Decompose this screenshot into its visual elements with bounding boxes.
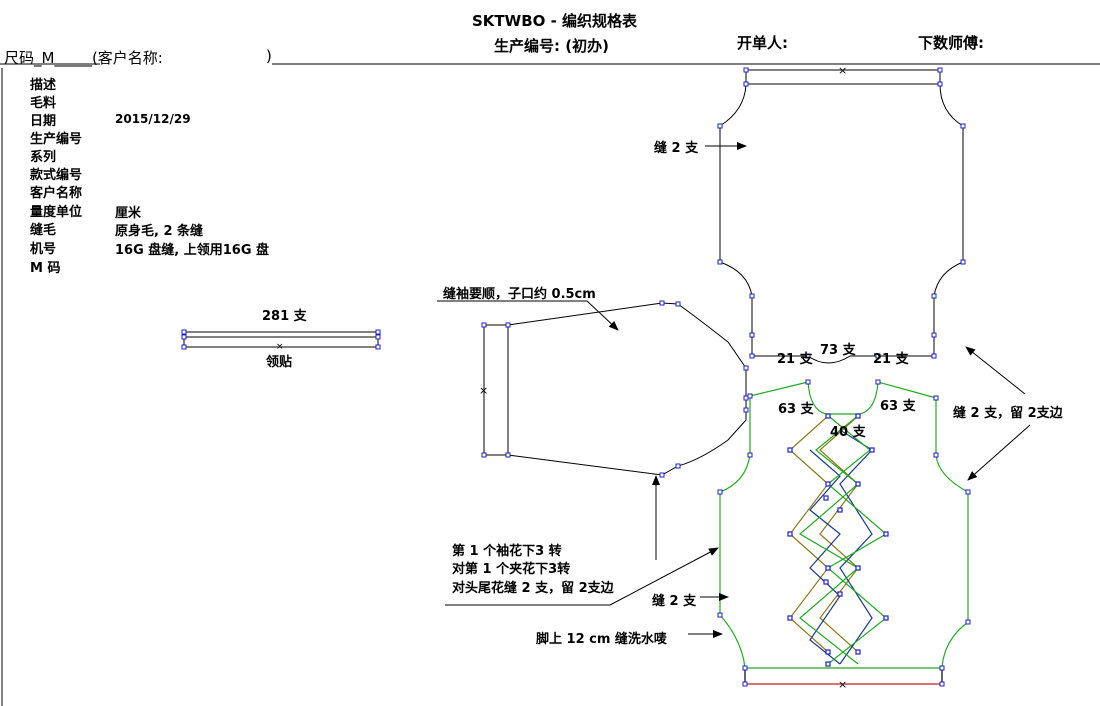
svg-text:×: ×	[276, 342, 284, 352]
neck-width-count: 73 支	[820, 343, 856, 358]
pattern-note-1: 第 1 个袖花下3 转	[452, 544, 562, 559]
spec-label: 量度单位	[30, 205, 83, 220]
spec-label: 毛料	[30, 96, 57, 111]
size-customer-close: )	[266, 47, 272, 65]
spec-label: 缝毛	[30, 223, 57, 238]
production-no: 生产编号: (初办)	[494, 37, 609, 55]
pattern-note-3: 对头尾花缝 2 支，留 2支边	[452, 581, 614, 596]
hem-note: 脚上 12 cm 缝洗水唛	[536, 632, 667, 647]
svg-text:×: ×	[838, 678, 847, 691]
front-piece: ×	[719, 381, 969, 691]
collar-band: ×	[181, 329, 381, 352]
spec-value: 16G 盘缝, 上领用16G 盘	[115, 243, 270, 258]
front-right-count: 63 支	[880, 399, 916, 414]
side-seam-note: 缝 2 支，留 2支边	[953, 406, 1063, 421]
front-seam-note: 缝 2 支	[652, 594, 697, 609]
master-label: 下数师傅:	[918, 34, 984, 52]
spec-label: 款式编号	[30, 168, 83, 183]
spec-label: 描述	[30, 78, 57, 93]
sleeve-note: 缝袖要顺，子口约 0.5cm	[443, 287, 596, 302]
issuer-label: 开单人:	[737, 34, 788, 52]
spec-label: 客户名称	[30, 186, 83, 201]
collar-name: 领贴	[266, 355, 293, 370]
shoulder-left-count: 21 支	[777, 352, 813, 367]
pattern-note-2: 对第 1 个夹花下3转	[452, 562, 571, 577]
back-seam-note: 缝 2 支	[654, 141, 699, 156]
neck-center-count: 40 支	[830, 425, 866, 440]
spec-label: 系列	[30, 150, 57, 165]
collar-count: 281 支	[262, 309, 307, 324]
front-points	[717, 379, 971, 687]
size-customer-label: 尺码_M_____(客户名称:	[4, 49, 163, 67]
back-piece: ×	[717, 64, 966, 364]
spec-value: 原身毛, 2 条缝	[115, 224, 204, 239]
spec-label: 生产编号	[30, 132, 83, 147]
front-left-count: 63 支	[778, 402, 814, 417]
svg-text:×: ×	[838, 64, 847, 77]
spec-label: M 码	[30, 261, 61, 276]
spec-value: 2015/12/29	[115, 112, 191, 126]
spec-label: 机号	[30, 242, 57, 257]
spec-value: 厘米	[115, 206, 142, 221]
svg-text:×: ×	[479, 384, 488, 397]
spec-label: 日期	[30, 114, 57, 129]
cable-pattern	[787, 413, 889, 667]
sleeve-piece: ×	[479, 300, 749, 478]
shoulder-right-count: 21 支	[873, 352, 909, 367]
annotation-arrows	[437, 142, 1031, 638]
sheet-title: SKTWBO - 编织规格表	[472, 12, 638, 30]
